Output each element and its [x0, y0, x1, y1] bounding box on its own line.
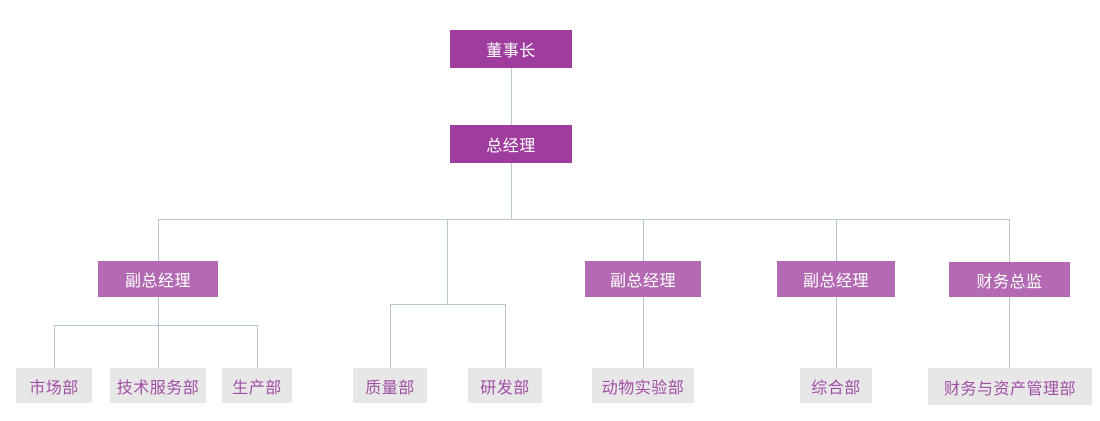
connector-deputy3-general-affairs [836, 297, 837, 368]
connector-drop-deputy1 [158, 219, 159, 261]
org-node-deputy-gm-1: 副总经理 [98, 261, 218, 297]
connector-quality-rd-branch [390, 304, 505, 305]
org-node-marketing-dept: 市场部 [16, 368, 92, 403]
org-node-rd-dept: 研发部 [468, 368, 542, 403]
connector-drop-marketing [54, 325, 55, 368]
connector-drop-quality [390, 304, 391, 368]
org-node-production-dept: 生产部 [222, 368, 292, 403]
connector-gm-mainline [511, 163, 512, 219]
connector-drop-quality-rd [447, 219, 448, 304]
org-node-finance-asset-dept: 财务与资产管理部 [928, 368, 1092, 405]
org-node-finance-director: 财务总监 [949, 262, 1070, 297]
org-node-animal-lab-dept: 动物实验部 [592, 368, 694, 403]
connector-drop-deputy3 [836, 219, 837, 261]
connector-mainline [158, 219, 1010, 220]
connector-drop-production [257, 325, 258, 368]
connector-drop-rd [505, 304, 506, 368]
connector-deputy1-branch [54, 325, 257, 326]
org-node-quality-dept: 质量部 [353, 368, 427, 403]
org-node-tech-service-dept: 技术服务部 [110, 368, 206, 403]
connector-finance-director-finance-asset [1009, 297, 1010, 368]
connector-deputy1-split [158, 297, 159, 368]
org-node-deputy-gm-2: 副总经理 [585, 261, 701, 297]
org-node-deputy-gm-3: 副总经理 [777, 261, 895, 297]
connector-drop-finance-director [1009, 219, 1010, 262]
connector-drop-deputy2 [643, 219, 644, 261]
connector-chairman-gm [511, 68, 512, 125]
org-node-general-manager: 总经理 [450, 125, 572, 163]
org-node-general-affairs-dept: 综合部 [800, 368, 872, 403]
org-node-chairman: 董事长 [450, 30, 572, 68]
connector-deputy2-animal-lab [643, 297, 644, 368]
